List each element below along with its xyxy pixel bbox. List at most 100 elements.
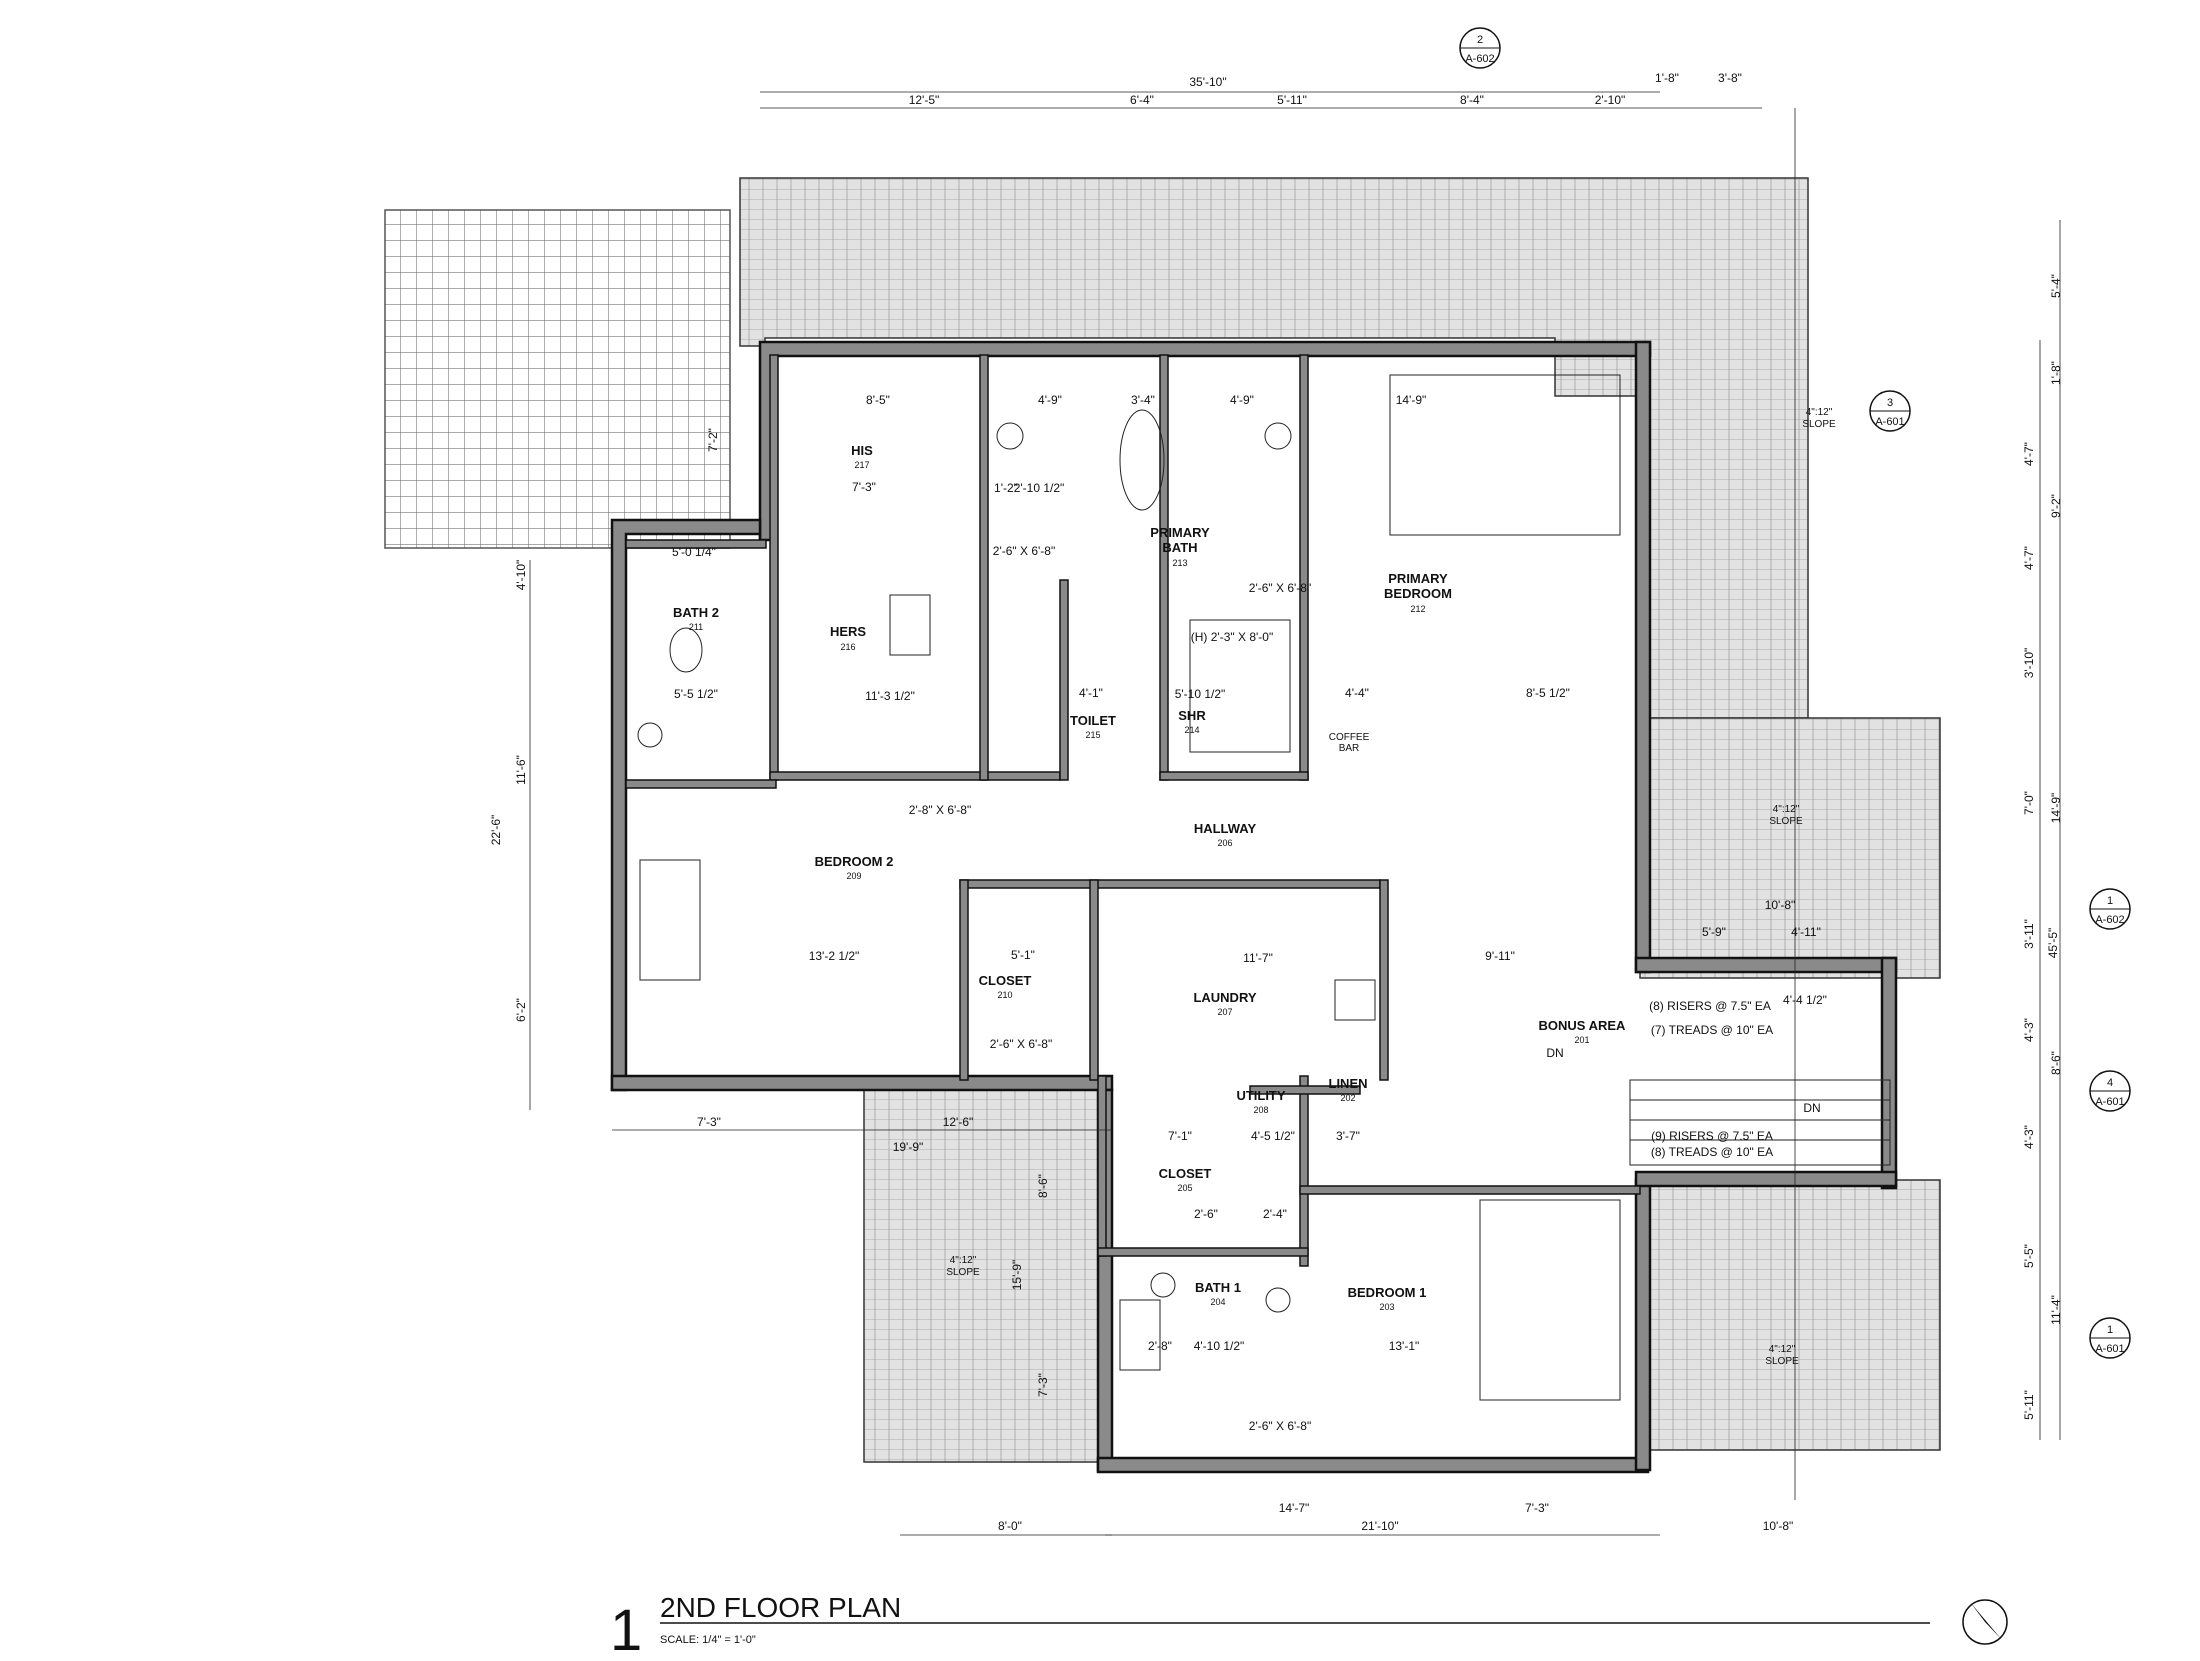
dimension-text: 4'-11" — [1791, 925, 1821, 939]
dimension-text: 5'-0 1/4" — [672, 545, 716, 559]
section-marker-sheet: A-602 — [2095, 914, 2124, 926]
dimension-text: 7'-3" — [1525, 1501, 1549, 1515]
dimension-text: 13'-2 1/2" — [809, 949, 860, 963]
dimension-text: 14'-9" — [1396, 393, 1427, 407]
dimension-text: 4'-3" — [2022, 1125, 2036, 1149]
dimension-text: 8'-6" — [2049, 1051, 2063, 1075]
room-name-closet-205: CLOSET — [1159, 1166, 1212, 1181]
dimension-text: 4'-10 1/2" — [1194, 1339, 1245, 1353]
dimension-text: 10'-8" — [1765, 898, 1796, 912]
dimension-text: 1'-2" — [994, 481, 1018, 495]
section-marker-top: 2 A-602 — [1459, 27, 1501, 69]
dimension-text: 2'-8" — [1148, 1339, 1172, 1353]
room-number-hers: 216 — [840, 642, 855, 652]
dimension-text: 4'-9" — [1038, 393, 1062, 407]
dimension-text: 6'-4" — [1130, 93, 1154, 107]
room-name-bedroom-2: BEDROOM 2 — [815, 854, 894, 869]
dimension-text: 12'-6" — [943, 1115, 974, 1129]
section-marker-sheet: A-601 — [2095, 1343, 2124, 1355]
room-name-shr: SHR — [1178, 708, 1206, 723]
room-number-utility: 208 — [1253, 1105, 1268, 1115]
stair-upper-risers: (8) RISERS @ 7.5" EA — [1649, 999, 1771, 1013]
room-name-bath-2: BATH 2 — [673, 605, 719, 620]
room-number-bonus-area: 201 — [1574, 1035, 1589, 1045]
dimension-text: 14'-7" — [1279, 1501, 1310, 1515]
room-number-his: 217 — [854, 460, 869, 470]
room-name-hallway: HALLWAY — [1194, 821, 1257, 836]
dimension-text: 22'-6" — [489, 815, 503, 846]
dimension-text: 35'-10" — [1189, 75, 1226, 89]
room-number-closet-205: 205 — [1177, 1183, 1192, 1193]
dimension-text: 4'-1" — [1079, 686, 1103, 700]
room-number-hallway: 206 — [1217, 838, 1232, 848]
section-markers: 2 A-602 3 A-601 1 A-602 4 A-601 1 A-601 — [1459, 27, 2131, 1359]
room-name-bonus-area: BONUS AREA — [1539, 1018, 1627, 1033]
dimension-text: 2'-10 1/2" — [1014, 481, 1065, 495]
section-marker-right-2: 1 A-602 — [2089, 888, 2131, 930]
dimension-text: 5'-5" — [2022, 1244, 2036, 1268]
dimension-text: 7'-1" — [1168, 1129, 1192, 1143]
interior-walls — [625, 354, 1641, 1267]
pergola — [384, 209, 731, 549]
stair-upper-treads: (7) TREADS @ 10" EA — [1651, 1023, 1773, 1037]
section-marker-num: 2 — [1477, 34, 1483, 46]
dimension-text: 7'-3" — [1036, 1373, 1050, 1397]
bottom-dimensions: 8'-0" 14'-7" 21'-10" 7'-3" 10'-8" 19'-9"… — [697, 1115, 1793, 1533]
room-number-shr: 214 — [1184, 725, 1199, 735]
dimension-text: 4'-7" — [2022, 442, 2036, 466]
dimension-text: 14'-9" — [2049, 793, 2063, 824]
dimension-text: 2'-4" — [1263, 1207, 1287, 1221]
dimension-text: 5'-11" — [2022, 1390, 2036, 1420]
dimension-text: 45'-5" — [2046, 928, 2060, 959]
door-labels: 2'-6" X 6'-8" 2'-6" X 6'-8" 2'-8" X 6'-8… — [909, 544, 1311, 1433]
dimension-text: 7'-3" — [852, 480, 876, 494]
dimension-text: 4'-4" — [1345, 686, 1369, 700]
room-name-his: HIS — [851, 443, 873, 458]
door-label: 2'-8" X 6'-8" — [909, 803, 971, 817]
dimension-text: 5'-5 1/2" — [674, 687, 718, 701]
room-number-primary-bath: 213 — [1172, 558, 1187, 568]
dimension-text: 8'-0" — [998, 1519, 1022, 1533]
section-marker-right-3: 4 A-601 — [2089, 1070, 2131, 1112]
room-name-laundry: LAUNDRY — [1193, 990, 1256, 1005]
drawing-title: 2ND FLOOR PLAN — [660, 1592, 901, 1623]
dimension-text: 8'-4" — [1460, 93, 1484, 107]
dimension-text: 2'-10" — [1595, 93, 1626, 107]
dimension-text: 12'-5" — [909, 93, 940, 107]
room-number-bath-2: 211 — [689, 622, 703, 632]
dimension-text: 1'-8" — [1655, 71, 1679, 85]
dimension-text: 7'-0" — [2022, 791, 2036, 815]
section-marker-right-4: 1 A-601 — [2089, 1317, 2131, 1359]
room-number-primary-bedroom: 212 — [1410, 604, 1425, 614]
dimension-text: 11'-7" — [1243, 951, 1273, 965]
room-name-bedroom-1: BEDROOM 1 — [1348, 1285, 1427, 1300]
dimension-text: 6'-2" — [514, 998, 528, 1022]
dimension-text: 11'-4" — [2049, 1295, 2063, 1325]
section-marker-sheet: A-602 — [1465, 53, 1494, 65]
dimension-text: 4'-4 1/2" — [1783, 993, 1827, 1007]
interior-dimensions: 8'-5" 7'-3" 11'-3 1/2" 4'-9" 3'-4" 4'-9"… — [672, 393, 1827, 1353]
room-number-toilet: 215 — [1085, 730, 1100, 740]
roof-slope-note: 4":12"SLOPE — [1765, 1344, 1799, 1367]
door-label: 2'-6" X 6'-8" — [1249, 581, 1311, 595]
dimension-text: 4'-9" — [1230, 393, 1254, 407]
dimension-text: 1'-8" — [2049, 361, 2063, 385]
room-name-linen: LINEN — [1329, 1076, 1368, 1091]
dimension-text: 21'-10" — [1361, 1519, 1398, 1533]
section-marker-right-1: 3 A-601 — [1869, 390, 1911, 432]
dimension-text: 9'-2" — [2049, 494, 2063, 518]
dimension-text: 3'-8" — [1718, 71, 1742, 85]
door-label: 2'-6" X 6'-8" — [990, 1037, 1052, 1051]
section-marker-num: 4 — [2107, 1077, 2113, 1089]
dimension-lines — [529, 91, 2061, 1536]
room-name-utility: UTILITY — [1236, 1088, 1285, 1103]
section-marker-num: 1 — [2107, 1324, 2113, 1336]
dimension-text: 8'-5 1/2" — [1526, 686, 1570, 700]
dimension-text: 7'-2" — [706, 428, 720, 452]
door-label: 2'-6" X 6'-8" — [1249, 1419, 1311, 1433]
room-name-toilet: TOILET — [1070, 713, 1116, 728]
